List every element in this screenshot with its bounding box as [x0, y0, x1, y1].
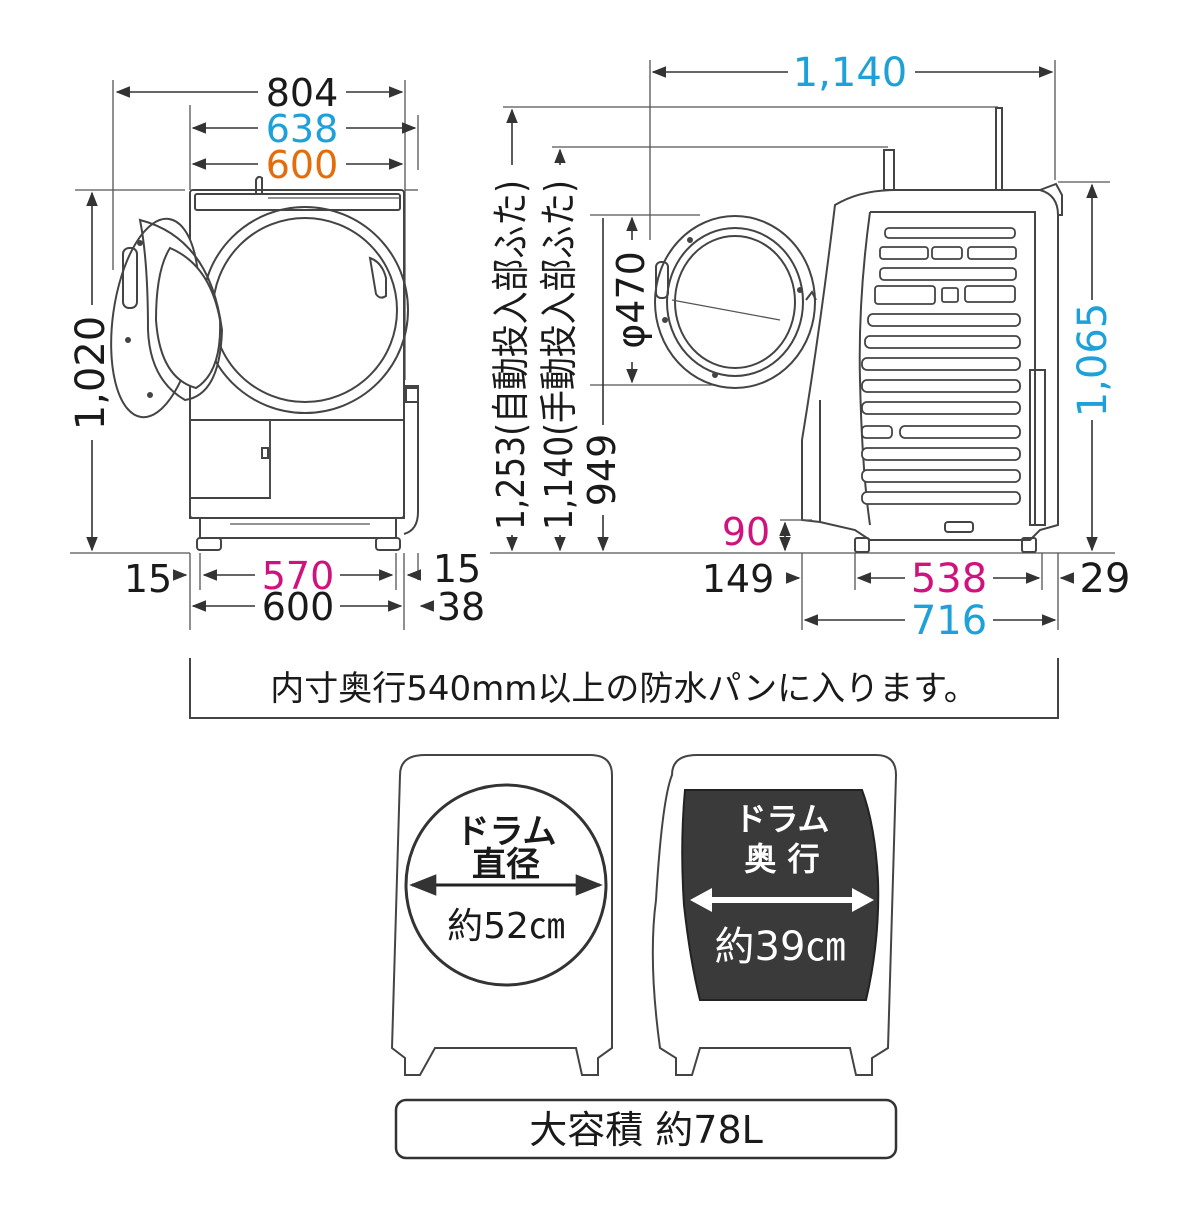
front-bottom-right: 38: [437, 585, 485, 629]
open-door: [110, 217, 224, 419]
side-height-right: 1,065: [1070, 303, 1116, 418]
side-door-diameter: φ470: [609, 251, 653, 349]
side-depth-body: 716: [911, 598, 987, 644]
front-view: 804 638 600 1,020: [68, 71, 485, 630]
side-height-manual-lid: 1,140(手動投入部ふた): [537, 180, 581, 530]
side-height-auto-lid: 1,253(自動投入部ふた): [489, 180, 533, 530]
front-foot-left: 15: [124, 557, 172, 601]
drum-depth-illustration: ドラム 奥 行 約39㎝: [651, 754, 898, 1076]
side-depth-overall: 1,140: [793, 50, 908, 96]
capacity-text: 大容積 約78L: [529, 1108, 763, 1152]
side-floor-clearance: 90: [722, 510, 770, 554]
hose-nozzle-icon: [255, 175, 263, 193]
capacity-box: 大容積 約78L: [394, 1098, 898, 1160]
note-text: 内寸奥行540mm以上の防水パンに入ります。: [270, 669, 977, 709]
side-body: [801, 107, 1063, 553]
drum-depth-shape: [681, 789, 880, 1001]
side-door: [654, 215, 816, 389]
front-width-door: 638: [266, 107, 339, 151]
drum-diameter-title-1: ドラム: [456, 812, 557, 852]
front-width-overall: 804: [266, 71, 339, 115]
front-foot-span: 570: [262, 554, 335, 598]
front-foot-right: 15: [433, 547, 481, 591]
side-foot-depth: 538: [911, 556, 987, 602]
side-front-offset: 149: [702, 557, 775, 601]
front-height: 1,020: [68, 316, 114, 431]
side-rear-offset: 29: [1080, 556, 1131, 602]
drum-depth-title-2: 奥 行: [744, 840, 819, 878]
drum-depth-title-1: ドラム: [734, 800, 829, 838]
drum-diameter-title-2: 直径: [472, 845, 540, 885]
drum-depth-value: 約39㎝: [715, 924, 846, 970]
drum-diameter-illustration: ドラム 直径 約52㎝: [390, 754, 613, 1076]
side-door-center-height: 949: [580, 434, 624, 507]
note-box: 内寸奥行540mm以上の防水パンに入ります。: [189, 658, 1059, 719]
front-bottom-width: 600: [262, 585, 335, 629]
drum-diameter-value: 約52㎝: [447, 906, 565, 947]
front-body: [189, 189, 405, 519]
side-view: 1,140 1,253(自動投入部ふた) 1,140(手動投入部ふた) 949 …: [489, 50, 1130, 644]
front-width-body: 600: [266, 143, 339, 187]
